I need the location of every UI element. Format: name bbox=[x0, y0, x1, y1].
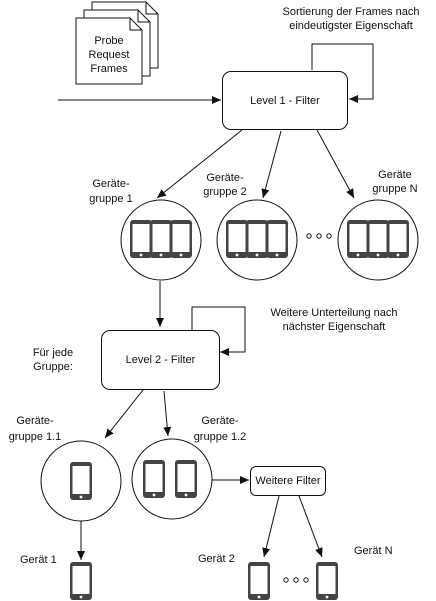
edge-further-filter-device2 bbox=[262, 495, 280, 558]
level1-loop-label-1: Sortierung der Frames nach bbox=[282, 6, 420, 18]
group-2-node bbox=[216, 199, 298, 281]
group-2-label-1: Geräte- bbox=[206, 172, 244, 184]
group-1-label-2: gruppe 1 bbox=[89, 193, 133, 205]
subgroup-1-2-label-2: gruppe 1.2 bbox=[193, 431, 247, 443]
group-1-node bbox=[120, 199, 202, 281]
level2-loop-label-1: Weitere Unterteilung nach bbox=[270, 307, 398, 319]
edge-level2-subgroup12 bbox=[163, 390, 172, 437]
level1-loop-label-2: eindeutigster Eigenschaft bbox=[289, 20, 413, 32]
ellipsis-dots-devices bbox=[283, 577, 309, 583]
level1-loop-arrow bbox=[311, 43, 374, 103]
subgroup-1-2-node bbox=[131, 438, 213, 520]
per-group-label-1: Für jede bbox=[32, 347, 74, 359]
group-n-label-1: Geräte bbox=[378, 169, 412, 181]
edge-level1-group1 bbox=[156, 129, 243, 199]
further-filter-box: Weitere Filter bbox=[250, 466, 326, 496]
device-2-label: Gerät 2 bbox=[198, 553, 235, 565]
subgroup-1-1-node bbox=[40, 440, 122, 522]
level2-filter-box: Level 2 - Filter bbox=[101, 330, 220, 390]
per-group-label-2: Gruppe: bbox=[33, 361, 73, 373]
level2-loop-label-2: nächster Eigenschaft bbox=[282, 321, 386, 333]
subgroup-1-2-label-1: Geräte- bbox=[201, 415, 239, 427]
edge-level1-group2 bbox=[261, 130, 282, 199]
ellipsis-dots-groups bbox=[306, 233, 332, 239]
frames-label-1: Probe bbox=[94, 35, 124, 47]
level2-loop-arrow bbox=[191, 306, 246, 356]
level1-filter-box: Level 1 - Filter bbox=[222, 71, 348, 130]
subgroup-1-1-label-1: Geräte- bbox=[16, 415, 54, 427]
frames-label-3: Frames bbox=[90, 63, 128, 75]
device-1-label: Gerät 1 bbox=[20, 554, 57, 566]
device-n-label: Gerät N bbox=[354, 545, 393, 557]
edge-level2-subgroup11 bbox=[104, 389, 144, 439]
probe-request-frames-icon bbox=[75, 1, 159, 85]
group-2-label-2: gruppe 2 bbox=[203, 186, 247, 198]
edge-further-filter-deviceN bbox=[298, 495, 323, 558]
group-1-label-1: Geräte- bbox=[92, 178, 130, 190]
group-n-node bbox=[337, 199, 419, 281]
device-2-phone-icon bbox=[248, 562, 270, 600]
subgroup-1-1-label-2: gruppe 1.1 bbox=[8, 431, 62, 443]
frames-label-2: Request bbox=[88, 49, 130, 61]
device-n-phone-icon bbox=[316, 562, 338, 600]
device-1-phone-icon bbox=[70, 562, 92, 600]
group-n-label-2: gruppe N bbox=[372, 183, 418, 195]
edge-level1-groupN bbox=[316, 129, 355, 199]
